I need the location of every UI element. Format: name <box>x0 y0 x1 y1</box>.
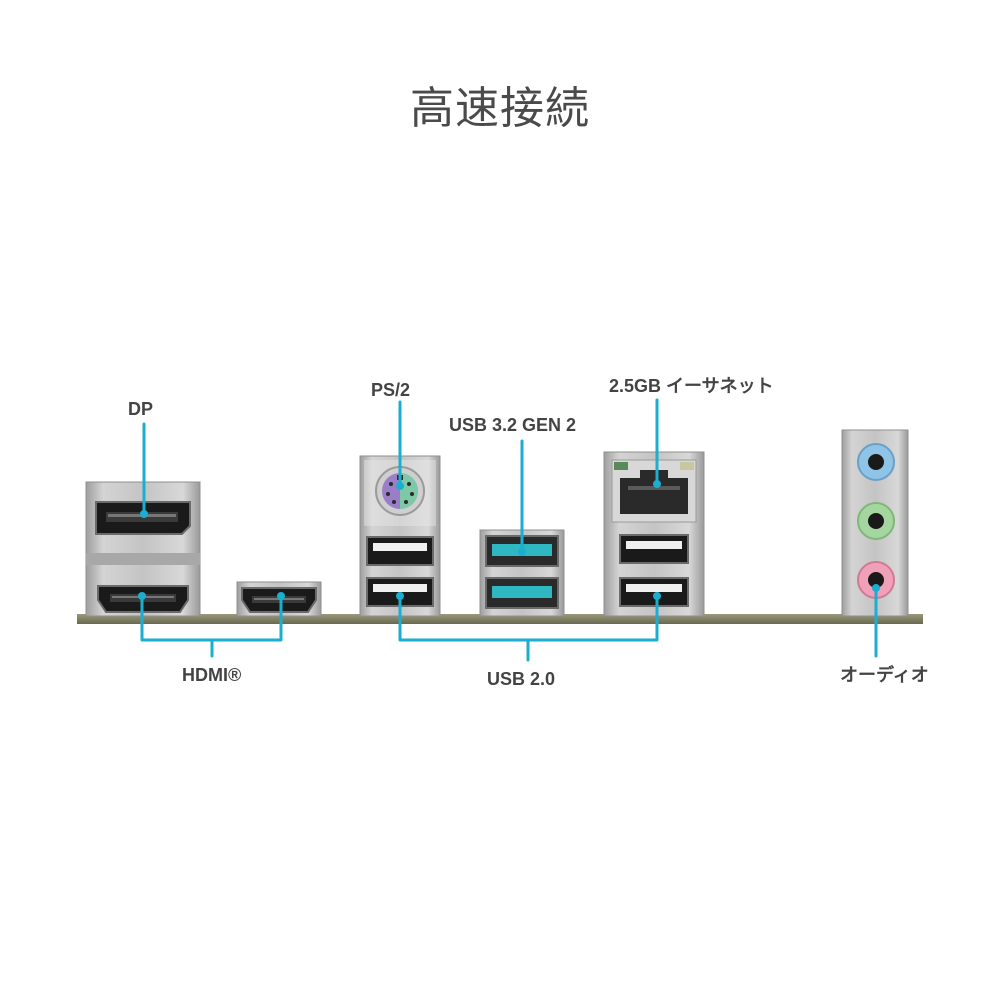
ethernet-port <box>611 459 697 523</box>
usb20-port-3 <box>619 534 689 564</box>
hdmi-label: HDMI® <box>182 665 242 685</box>
callout-dots <box>138 480 880 600</box>
hdmi-port-2 <box>236 581 322 617</box>
hdmi-callout <box>140 594 283 658</box>
usb20-label: USB 2.0 <box>487 669 556 689</box>
dp-label: DP <box>128 399 154 419</box>
usb20-port-1 <box>366 536 434 566</box>
ps2-label: PS/2 <box>371 380 411 400</box>
usb32-port-2 <box>485 577 559 609</box>
ps2-port <box>375 466 425 516</box>
audio-jack-green <box>857 502 895 540</box>
callout-lines <box>140 398 878 662</box>
ethernet-label: 2.5GB イーサネット <box>609 376 774 396</box>
page-title: 高速接続 <box>410 83 590 134</box>
usb32-label: USB 3.2 GEN 2 <box>449 415 577 435</box>
usb20-port-4 <box>619 577 689 607</box>
usb20-callout <box>398 594 659 662</box>
board-edge <box>77 614 923 624</box>
audio-label: オーディオ <box>840 665 929 685</box>
audio-jack-blue <box>857 443 895 481</box>
ethernet-usb-block <box>603 451 705 617</box>
